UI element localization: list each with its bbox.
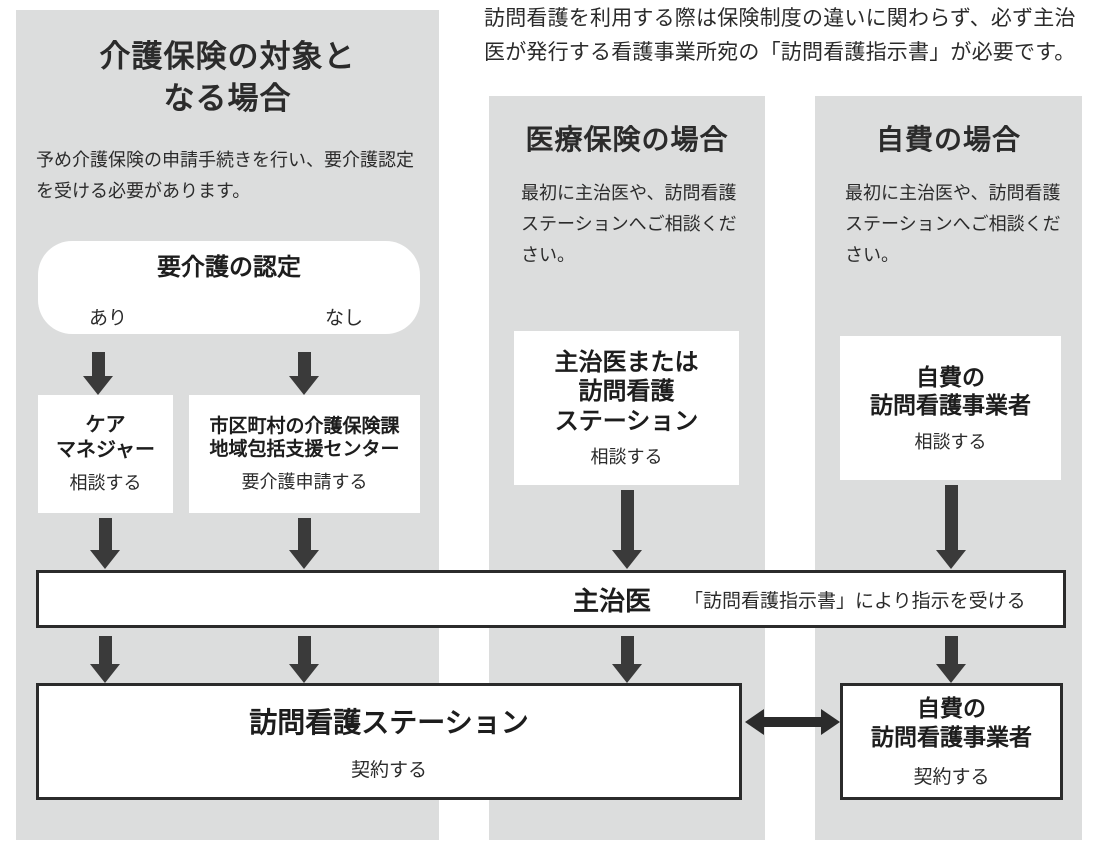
node-self-pay-provider-top: 自費の 訪問看護事業者 相談する bbox=[840, 336, 1061, 480]
node-municipality-office-line1: 市区町村の介護保険課 bbox=[209, 415, 400, 437]
certification-branch-labels: あり なし bbox=[38, 303, 420, 330]
node-doctor-or-station-line3: ステーション bbox=[554, 408, 699, 436]
bar-primary-doctor: 主治医 「訪問看護指示書」により指示を受ける bbox=[36, 570, 1066, 628]
bar-primary-doctor-note: 「訪問看護指示書」により指示を受ける bbox=[684, 590, 1026, 612]
node-care-level-certification: 要介護の認定 bbox=[38, 241, 420, 334]
node-doctor-or-station: 主治医または 訪問看護 ステーション 相談する bbox=[514, 331, 739, 485]
arrow-municipality-to-doctor bbox=[289, 518, 319, 569]
column-description-kaigo: 予め介護保険の申請手続きを行い、要介護認定を受ける必要があります。 bbox=[36, 150, 414, 201]
bar-self-pay-provider-bottom-action: 契約する bbox=[913, 767, 990, 789]
arrow-doctor-to-station-1 bbox=[90, 636, 120, 683]
node-self-pay-provider-top-action: 相談する bbox=[914, 431, 987, 452]
node-care-manager: ケア マネジャー 相談する bbox=[38, 395, 173, 513]
bar-visiting-nurse-station: 訪問看護ステーション 契約する bbox=[36, 683, 742, 800]
branch-label-yes: あり bbox=[88, 308, 127, 329]
column-title-kaigo-line1: 介護保険の対象と bbox=[99, 39, 356, 74]
arrow-doctor-to-station-2 bbox=[289, 636, 319, 683]
arrow-yes-to-care-manager bbox=[83, 352, 113, 395]
column-description-jihi: 最初に主治医や、訪問看護ステーションへご相談ください。 bbox=[845, 183, 1061, 265]
branch-label-spacer bbox=[178, 303, 268, 330]
column-title-jihi: 自費の場合 bbox=[875, 124, 1021, 155]
bar-visiting-nurse-station-label: 訪問看護ステーション bbox=[249, 707, 529, 738]
column-title-kaigo-line2: なる場合 bbox=[163, 80, 292, 116]
branch-label-no: なし bbox=[324, 308, 363, 329]
bar-self-pay-provider-bottom-line2: 訪問看護事業者 bbox=[871, 723, 1032, 750]
node-care-level-certification-label: 要介護の認定 bbox=[157, 254, 301, 281]
node-municipality-office-line2: 地域包括支援センター bbox=[209, 439, 400, 461]
node-doctor-or-station-line2: 訪問看護 bbox=[578, 378, 675, 406]
node-care-manager-line1: ケア bbox=[85, 414, 126, 437]
bar-primary-doctor-label: 主治医 bbox=[572, 585, 651, 616]
column-title-kaigo: 介護保険の対象と なる場合 bbox=[16, 36, 439, 120]
node-doctor-or-station-line1: 主治医または bbox=[554, 348, 699, 376]
bar-visiting-nurse-station-action: 契約する bbox=[350, 760, 427, 781]
arrow-self-pay-to-doctor bbox=[936, 485, 966, 569]
node-doctor-or-station-action: 相談する bbox=[590, 446, 663, 467]
column-description-iryo: 最初に主治医や、訪問看護ステーションへご相談ください。 bbox=[521, 183, 737, 265]
node-municipality-office: 市区町村の介護保険課 地域包括支援センター 要介護申請する bbox=[189, 395, 420, 513]
node-care-manager-action: 相談する bbox=[69, 473, 142, 493]
node-self-pay-provider-top-line2: 訪問看護事業者 bbox=[870, 392, 1031, 419]
arrow-doctor-to-self-pay-provider bbox=[936, 636, 966, 683]
arrow-station-to-doctor bbox=[612, 490, 642, 569]
arrow-care-manager-to-doctor bbox=[90, 518, 120, 569]
bar-self-pay-provider-bottom-line1: 自費の bbox=[917, 694, 986, 721]
bar-self-pay-provider-bottom: 自費の 訪問看護事業者 契約する bbox=[840, 683, 1063, 800]
arrow-bidirectional-station-self-pay bbox=[745, 709, 840, 735]
arrow-no-to-municipality bbox=[289, 352, 319, 395]
node-municipality-office-action: 要介護申請する bbox=[241, 471, 368, 492]
node-self-pay-provider-top-line1: 自費の bbox=[916, 363, 985, 390]
intro-paragraph: 訪問看護を利用する際は保険制度の違いに関わらず、必ず主治医が発行する看護事業所宛… bbox=[484, 7, 1076, 65]
node-care-manager-line2: マネジャー bbox=[56, 439, 155, 462]
column-title-iryo: 医療保険の場合 bbox=[525, 124, 729, 155]
arrow-doctor-to-station-3 bbox=[612, 636, 642, 683]
